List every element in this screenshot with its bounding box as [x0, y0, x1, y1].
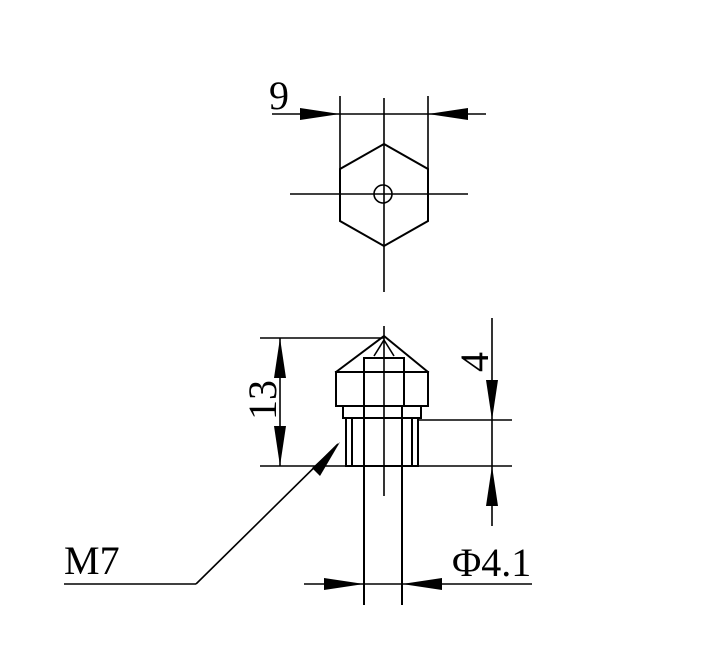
thread-collar	[342, 405, 422, 419]
bore-arrow-right	[402, 578, 442, 590]
nozzle-cone	[334, 334, 430, 374]
hex-bore-circle	[373, 184, 393, 204]
thread-label: M7	[64, 538, 120, 583]
nozzle-tip-left	[373, 339, 385, 357]
nozzle-hex-body	[335, 371, 429, 407]
hex-width-label: 9	[269, 73, 289, 118]
tip-arrow-lower	[486, 466, 498, 506]
thread-section	[345, 417, 419, 467]
height-arrow-bottom	[274, 426, 286, 466]
tip-arrow-upper	[486, 380, 498, 420]
bore-arrow-left	[324, 578, 364, 590]
hex-dim-arrow-left	[300, 108, 340, 120]
height-arrow-top	[274, 338, 286, 378]
thread-leader-arrow	[312, 442, 340, 476]
hex-dim-arrow-right	[428, 108, 468, 120]
tip-length-label: 4	[452, 352, 497, 372]
nozzle-tip-right	[383, 339, 395, 357]
top-view: 9	[269, 73, 486, 292]
height-label: 13	[240, 380, 285, 420]
side-view: 13 4 M7 Φ4.1	[64, 318, 532, 605]
bore-diameter-label: Φ4.1	[452, 540, 531, 585]
